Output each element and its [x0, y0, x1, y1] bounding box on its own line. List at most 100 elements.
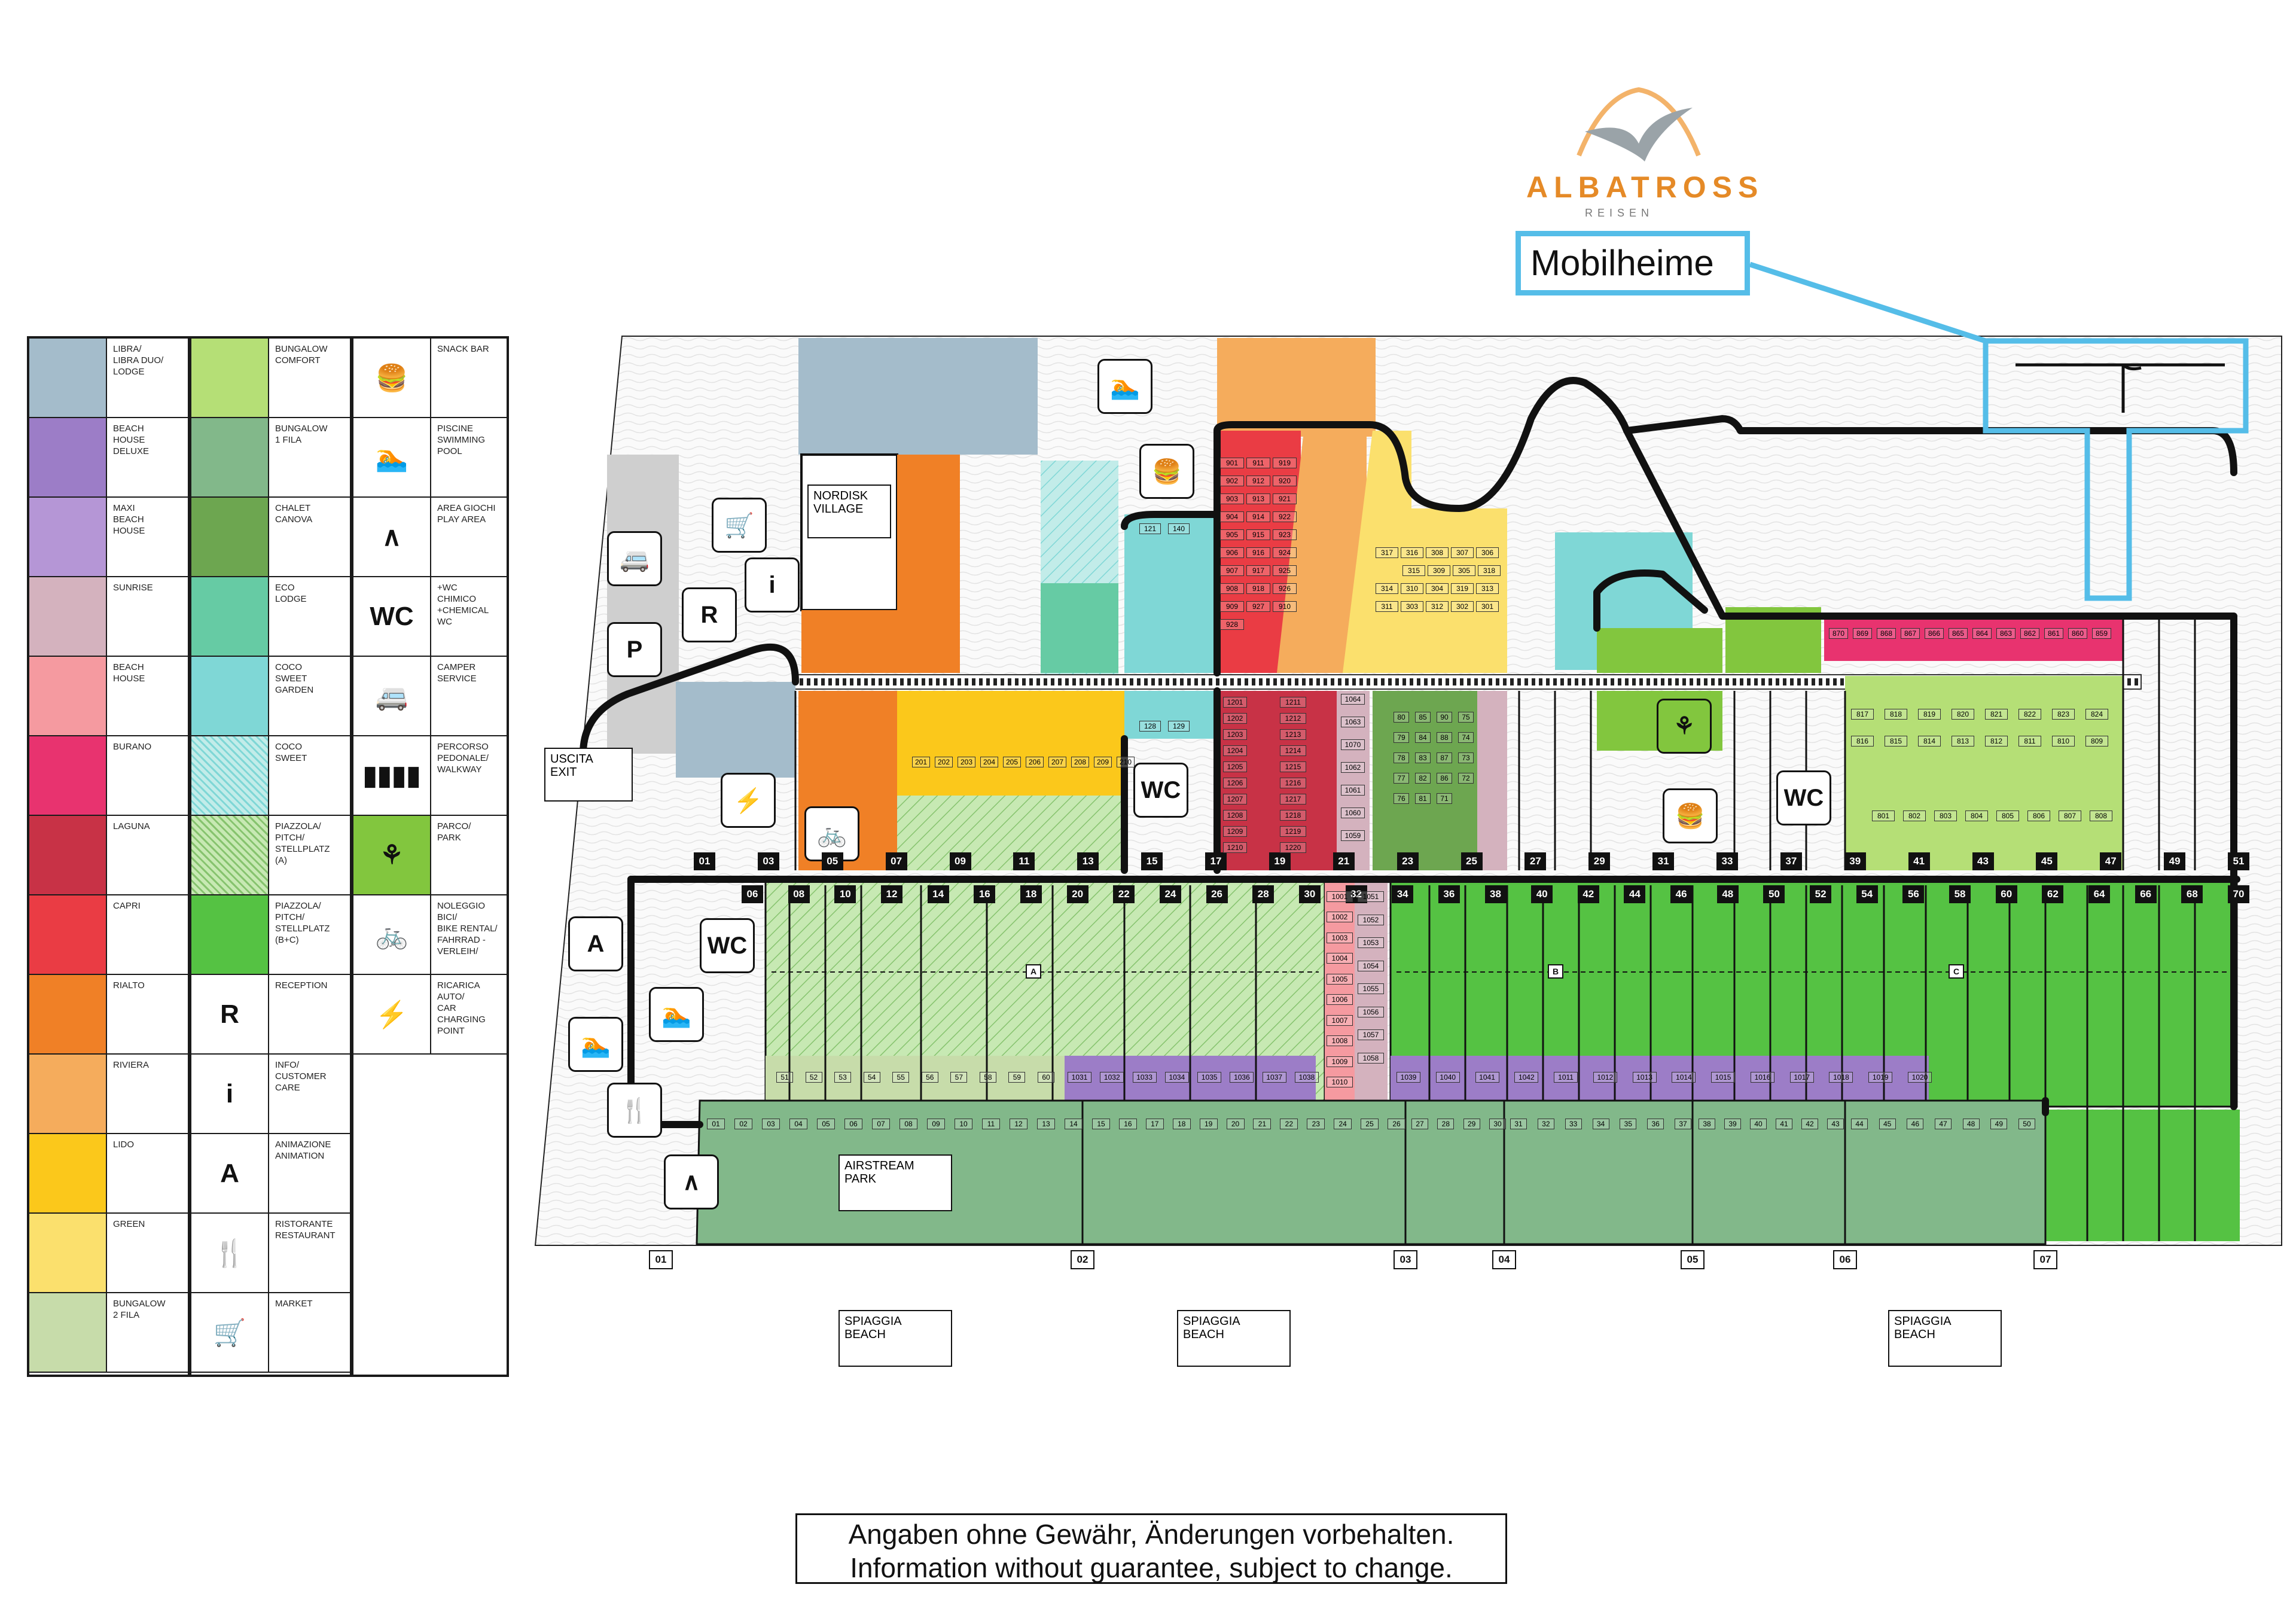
- plot-number: 308: [1426, 547, 1449, 558]
- plot-number: 1006: [1327, 994, 1353, 1006]
- plot-number: 1042: [1514, 1072, 1539, 1083]
- road-number: 62: [2042, 885, 2064, 903]
- zone-green-block: [1845, 676, 2123, 870]
- cart-icon: 🛒: [191, 1293, 269, 1372]
- legend-item: BEACH HOUSE: [29, 657, 188, 736]
- plot-number: 14: [1065, 1119, 1083, 1129]
- plot-number: 140: [1168, 523, 1190, 534]
- road-number: 01: [694, 852, 715, 870]
- plot-number: 24: [1334, 1119, 1352, 1129]
- plot-number: 49: [1990, 1119, 2008, 1129]
- road-number: 66: [2135, 885, 2157, 903]
- plot-number: 1207: [1223, 794, 1247, 805]
- plot-number: 1031: [1068, 1072, 1091, 1083]
- plot-number: 1056: [1358, 1006, 1384, 1017]
- plot-number: 1208: [1223, 810, 1247, 821]
- plot-number: 11: [982, 1119, 1000, 1129]
- plot-number: 912: [1246, 476, 1270, 486]
- plot-number: 20: [1226, 1119, 1245, 1129]
- legend-label: LIBRA/ LIBRA DUO/ LODGE: [113, 344, 164, 377]
- road-number: 26: [1206, 885, 1228, 903]
- legend-label: RICARICA AUTO/ CAR CHARGING POINT: [437, 980, 486, 1036]
- plot-number: 1058: [1358, 1053, 1384, 1064]
- plot-number: 908: [1220, 583, 1244, 594]
- airstream-park-label: AIRSTREAM PARK: [838, 1154, 952, 1211]
- zone-sunrise-col: [1355, 879, 1388, 1101]
- plot-number: 823: [2052, 709, 2075, 720]
- plot-number: 1016: [1750, 1072, 1774, 1083]
- road-number: 25: [1460, 852, 1483, 870]
- plot-number: 13: [1037, 1119, 1055, 1129]
- legend-swatch: [29, 1055, 107, 1133]
- plot-number: 1209: [1223, 826, 1247, 837]
- plot-number: 1004: [1327, 953, 1353, 964]
- plot-number: 25: [1361, 1119, 1379, 1129]
- park-icon: ⚘: [353, 816, 431, 894]
- plot-number: 1059: [1341, 830, 1365, 841]
- road-number: 56: [1902, 885, 1925, 903]
- pool-icon: 🏊: [1097, 359, 1152, 414]
- legend-label: NOLEGGIO BICI/ BIKE RENTAL/ FAHRRAD - VE…: [437, 901, 498, 956]
- legend-label: PIAZZOLA/ PITCH/ STELLPLATZ (B+C): [275, 901, 330, 945]
- plot-number: 1057: [1358, 1029, 1384, 1041]
- plot-number: 1020: [1908, 1072, 1932, 1083]
- road-number: 38: [1484, 885, 1507, 903]
- plot-number: 914: [1246, 511, 1270, 522]
- plot-number: 815: [1885, 736, 1907, 747]
- plot-number: 01: [707, 1119, 725, 1129]
- legend-item: CHALET CANOVA: [191, 498, 350, 577]
- road-number: 05: [821, 852, 843, 870]
- road-number: 48: [1716, 885, 1739, 903]
- plot-number: 1070: [1341, 739, 1365, 750]
- plot-number: 811: [2018, 736, 2041, 747]
- plot-number: 1206: [1223, 778, 1247, 788]
- plot-number: 313: [1476, 583, 1499, 594]
- mobilheime-label: Mobilheime: [1516, 231, 1750, 295]
- plot-number: 1032: [1100, 1072, 1124, 1083]
- plot-number: 56: [921, 1072, 938, 1083]
- charging-icon: ⚡: [353, 975, 431, 1053]
- legend-label: CAMPER SERVICE: [437, 662, 477, 684]
- plot-number: 1051: [1358, 891, 1384, 902]
- plot-number: 1062: [1341, 762, 1365, 773]
- zone-chalet: [1373, 691, 1486, 870]
- plot-number: 1219: [1280, 826, 1306, 837]
- plot-number: 304: [1426, 583, 1449, 594]
- road-number: 33: [1716, 852, 1738, 870]
- legend-label: INFO/ CUSTOMER CARE: [275, 1060, 327, 1093]
- plot-number: 316: [1401, 547, 1423, 558]
- road-number: 10: [834, 885, 856, 903]
- road-number: 37: [1780, 852, 1802, 870]
- road-number: 32: [1345, 885, 1367, 903]
- plot-number: 47: [1935, 1119, 1952, 1129]
- legend-label: AREA GIOCHI PLAY AREA: [437, 503, 496, 525]
- plot-number: 906: [1220, 547, 1244, 558]
- sector-label: B: [1548, 964, 1563, 979]
- plot-number: 868: [1877, 628, 1896, 639]
- legend-item: GREEN: [29, 1214, 188, 1293]
- plot-number: 824: [2085, 709, 2108, 720]
- road-number: 34: [1392, 885, 1414, 903]
- plot-number: 805: [1996, 811, 2019, 821]
- road-number: 21: [1333, 852, 1355, 870]
- road-number: 23: [1396, 852, 1419, 870]
- plot-number: 1201: [1223, 697, 1247, 708]
- beach-label-3: SPIAGGIA BEACH: [1888, 1310, 2002, 1367]
- beach-access-number: 04: [1492, 1250, 1516, 1269]
- plot-number: 861: [2044, 628, 2063, 639]
- legend-swatch: [29, 339, 107, 417]
- plot-number: 810: [2052, 736, 2075, 747]
- zone-bungalow-comfort-a: [1597, 628, 1722, 673]
- plot-number: 1040: [1435, 1072, 1460, 1083]
- plot-number: 74: [1458, 732, 1474, 743]
- legend-label: PERCORSO PEDONALE/ WALKWAY: [437, 742, 489, 775]
- legend-item: RIVIERA: [29, 1055, 188, 1134]
- road-number: 29: [1588, 852, 1611, 870]
- plot-number: 911: [1246, 458, 1270, 468]
- legend-item: MAXI BEACH HOUSE: [29, 498, 188, 577]
- plot-number: 204: [980, 757, 998, 767]
- road-number: 22: [1113, 885, 1135, 903]
- plot-number: 1014: [1672, 1072, 1696, 1083]
